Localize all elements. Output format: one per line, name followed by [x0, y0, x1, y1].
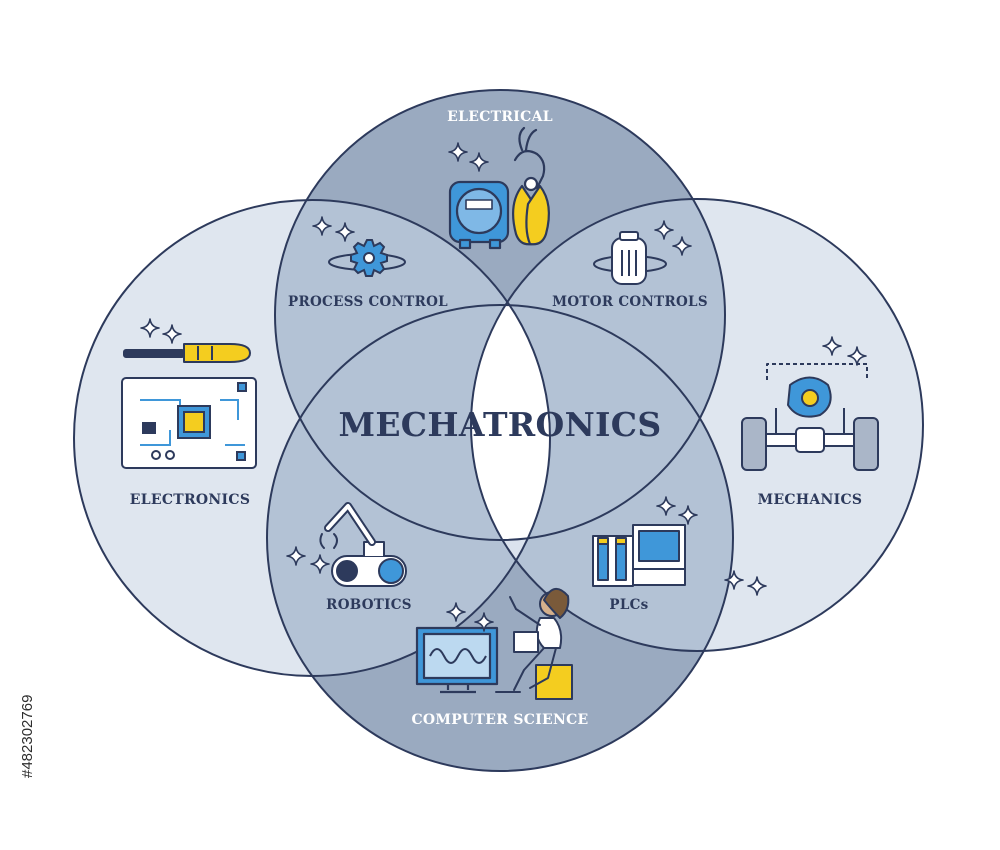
pliers-icon — [511, 126, 551, 246]
overlap-label-plcs: PLCs — [609, 597, 648, 613]
plc-computer-icon — [592, 524, 686, 587]
circle-label-electrical: ELECTRICAL — [447, 109, 553, 125]
circle-label-computer-science: COMPUTER SCIENCE — [411, 712, 588, 728]
screwdriver-icon — [123, 343, 251, 363]
overlap-label-process-control: PROCESS CONTROL — [288, 294, 448, 310]
circle-label-electronics: ELECTRONICS — [130, 492, 250, 508]
circle-outlines — [73, 89, 924, 772]
oscilloscope-monitor-icon — [415, 626, 499, 694]
circle-label-mechanics: MECHANICS — [758, 492, 863, 508]
gear-icon — [328, 239, 406, 277]
overlap-label-robotics: ROBOTICS — [326, 597, 412, 613]
circuit-board-icon — [121, 377, 257, 469]
center-title: MECHATRONICS — [339, 405, 662, 444]
motor-icon — [593, 231, 667, 285]
stock-id-text: #482302769 — [19, 695, 36, 778]
overlap-label-motor-controls: MOTOR CONTROLS — [552, 294, 708, 310]
electric-meter-icon — [448, 180, 510, 250]
car-chassis-icon — [741, 363, 879, 471]
engineer-person-icon — [495, 588, 573, 700]
robot-arm-icon — [319, 502, 407, 587]
